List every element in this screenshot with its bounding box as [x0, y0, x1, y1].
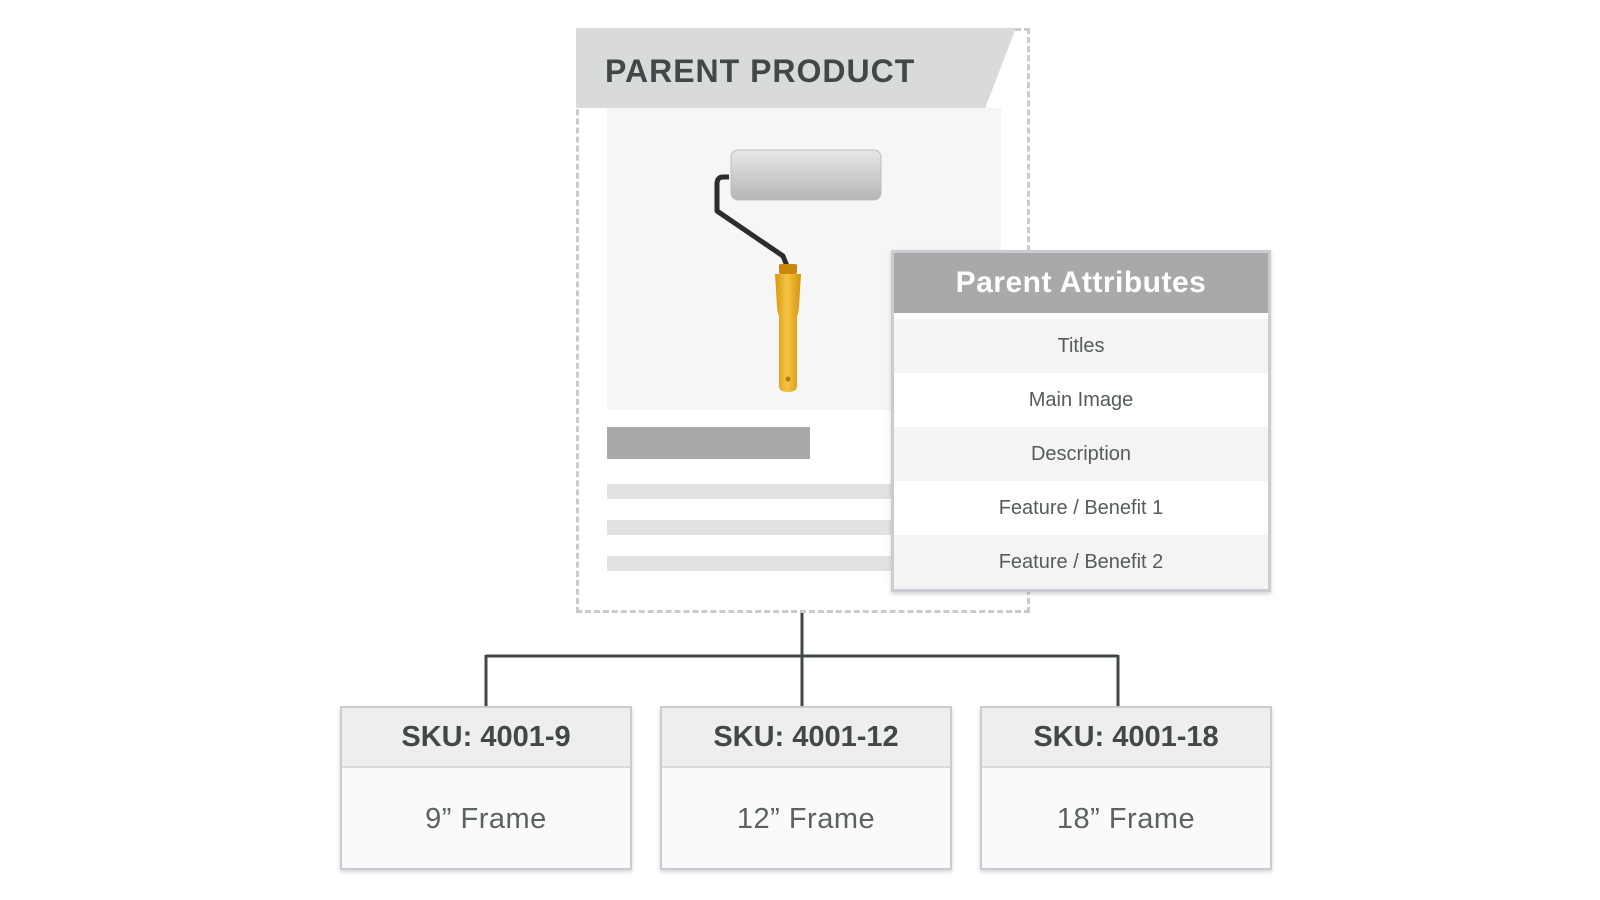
paint-roller-icon — [714, 149, 882, 392]
sku-variant: 9” Frame — [425, 803, 547, 835]
attributes-list: Titles Main Image Description Feature / … — [894, 319, 1268, 589]
sku-card-4001-9: SKU: 4001-9 9” Frame — [340, 706, 632, 870]
attribute-item: Description — [894, 427, 1268, 481]
sku-variant: 12” Frame — [736, 803, 876, 835]
sku-variant: 18” Frame — [1056, 803, 1196, 835]
attribute-item: Feature / Benefit 2 — [894, 535, 1268, 589]
sku-label: SKU: 4001-18 — [982, 708, 1270, 768]
placeholder-text-line — [607, 520, 907, 535]
sku-label: SKU: 4001-9 — [342, 708, 630, 768]
attribute-item: Main Image — [894, 373, 1268, 427]
parent-attributes-panel: Parent Attributes Titles Main Image Desc… — [891, 250, 1271, 592]
parent-product-card: PARENT PRODUCT — [576, 28, 1030, 613]
attribute-item: Feature / Benefit 1 — [894, 481, 1268, 535]
sku-card-4001-12: SKU: 4001-12 12” Frame — [660, 706, 952, 870]
placeholder-title-bar — [607, 427, 810, 459]
placeholder-text-line — [607, 484, 907, 499]
attribute-item: Titles — [894, 319, 1268, 373]
parent-product-title: PARENT PRODUCT — [605, 53, 916, 89]
parent-attributes-title: Parent Attributes — [894, 253, 1268, 313]
parent-product-header — [576, 28, 1016, 108]
sku-card-4001-18: SKU: 4001-18 18” Frame — [980, 706, 1272, 870]
sku-label: SKU: 4001-12 — [662, 708, 950, 768]
placeholder-text-line — [607, 556, 907, 571]
